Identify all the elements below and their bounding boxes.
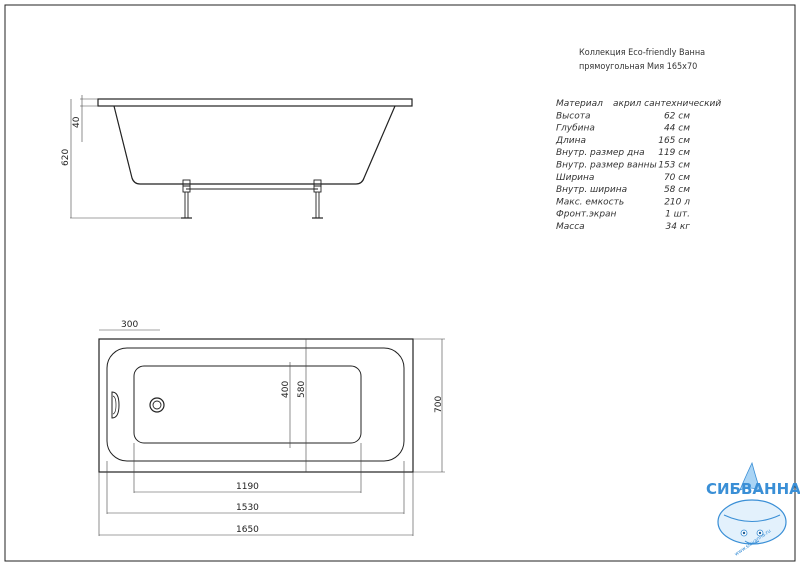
spec-value: 210 л [664,197,690,207]
right-leg [312,179,323,219]
dim-580-label: 580 [297,381,307,398]
sibvanna-logo: СИБВАННА www.sibvanna.ru [706,461,800,558]
drain-outer-icon [149,397,165,413]
top-bottom-area [133,365,362,444]
overflow-icon [111,391,120,419]
spec-value: 165 см [658,136,690,146]
dim-1190-label: 1190 [236,482,259,492]
spec-value: 34 кг [666,222,691,232]
side-view: 40 620 [61,95,413,219]
spec-value: 119 см [658,148,690,158]
dim-1530-label: 1530 [236,503,259,513]
drain-inner-icon [152,400,162,410]
dim-300-label: 300 [121,320,138,330]
left-leg [181,179,192,219]
dim-700-label: 700 [434,396,444,413]
spec-label: Фронт.экран [556,210,617,220]
spec-label: Внутр. размер дна [556,148,645,158]
spec-label: Высота [556,111,591,121]
dim-400-label: 400 [281,381,291,398]
top-view: 300 400 580 700 1190 1530 1650 [98,320,445,536]
spec-value: 44 см [664,124,690,134]
logo-name: СИБВАННА [706,480,800,498]
spec-label: Макс. емкость [556,197,624,207]
dim-rim-label: 40 [72,116,82,128]
title-line-2: прямоугольная Мия 165х70 [579,62,697,72]
title-line-1: Коллекция Eco-friendly Ванна [579,48,705,58]
spec-label: Внутр. размер ванны [556,161,657,171]
sheet-border [4,4,796,562]
spec-label: Ширина [556,173,594,183]
bath-body [113,105,396,185]
spec-label: Материал [556,99,603,109]
dim-height-label: 620 [61,149,71,166]
spec-value: 153 см [658,161,690,171]
dim-1650-label: 1650 [236,525,259,535]
top-outer-rim [98,338,414,473]
top-inner-bowl [106,347,405,462]
spec-label: Внутр. ширина [556,185,627,195]
bath-rim [97,98,413,107]
spec-label: Глубина [556,124,595,134]
spec-value: 62 см [664,111,690,121]
spec-label: Длина [555,136,586,146]
spec-value: 58 см [664,185,690,195]
spec-value: 70 см [664,173,690,183]
spec-value: акрил сантехнический [613,99,721,109]
water-drop-icon [739,461,761,491]
spec-label: Масса [556,222,585,232]
spec-value: 1 шт. [665,210,690,220]
